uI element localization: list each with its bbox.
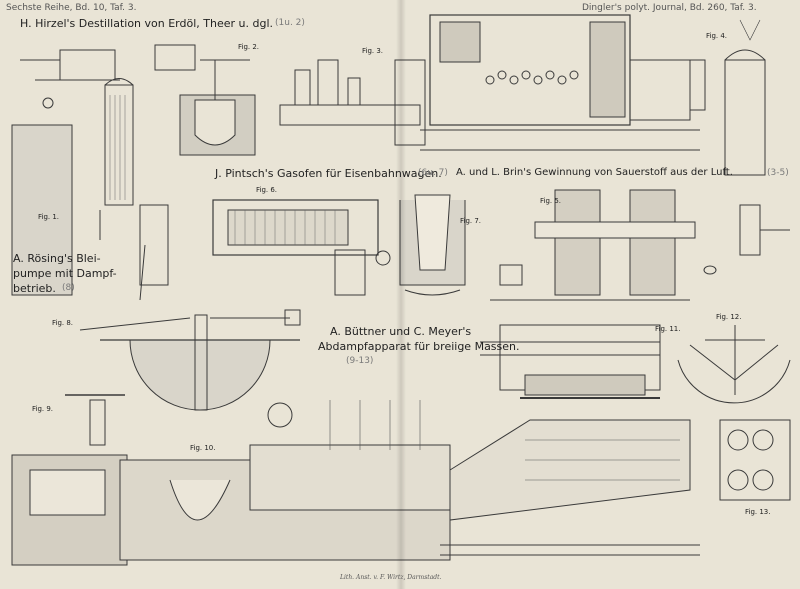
- brin-title: A. und L. Brin's Gewinnung von Sauerstof…: [456, 167, 733, 178]
- header-right: Dingler's polyt. Journal, Bd. 260, Taf. …: [582, 3, 757, 13]
- hirzel-figs: (1u. 2): [275, 18, 305, 28]
- fig-2-label: Fig. 2.: [238, 43, 260, 51]
- book-gutter: [396, 0, 406, 589]
- buettner-line1: A. Büttner und C. Meyer's: [330, 325, 472, 338]
- fig-3-label: Fig. 3.: [362, 47, 384, 55]
- fig-6-label: Fig. 6.: [256, 186, 278, 194]
- fig-7-label: Fig. 7.: [460, 217, 482, 225]
- fig11-drawing: [480, 324, 661, 399]
- fig-12-label: Fig. 12.: [716, 313, 742, 321]
- fig-5-label: Fig. 5.: [540, 197, 562, 205]
- roesing-line1: A. Rösing's Blei-: [13, 252, 101, 265]
- hirzel-title: H. Hirzel's Destillation von Erdöl, Thee…: [20, 17, 274, 30]
- buettner-figs: (9-13): [346, 356, 374, 366]
- fig2-drawing: [154, 44, 256, 156]
- roesing-figs: (8): [62, 283, 75, 293]
- fig5-drawing: [490, 189, 696, 301]
- fig8-drawing: [79, 309, 301, 411]
- fig6-drawing: [212, 199, 391, 296]
- fig-10-label: Fig. 10.: [190, 444, 216, 452]
- fig-9-label: Fig. 9.: [32, 405, 54, 413]
- lithographer-imprint: Lith. Anst. v. F. Wirtz, Darmstadt.: [340, 574, 442, 581]
- fig-8-label: Fig. 8.: [52, 319, 74, 327]
- fig-13-label: Fig. 13.: [745, 508, 771, 516]
- fig1-drawing: [11, 49, 169, 301]
- pintsch-figs: (6u. 7): [418, 168, 448, 178]
- brin-figs: (3-5): [767, 168, 789, 178]
- roesing-line3: betrieb.: [13, 282, 56, 295]
- fig9-10-13-drawing: [11, 394, 791, 566]
- fig12-drawing: [677, 325, 791, 404]
- pintsch-title: J. Pintsch's Gasofen für Eisenbahnwagen.: [215, 167, 442, 180]
- buettner-line2: Abdampfapparat für breiige Massen.: [318, 340, 520, 353]
- fig-11-label: Fig. 11.: [655, 325, 681, 333]
- fig-4-label: Fig. 4.: [706, 32, 728, 40]
- fig-1-label: Fig. 1.: [38, 213, 60, 221]
- fig3-drawing: [279, 14, 700, 151]
- header-left: Sechste Reihe, Bd. 10, Taf. 3.: [6, 3, 137, 13]
- fig7-drawing: [399, 194, 466, 296]
- fig4-drawing: [689, 19, 790, 275]
- roesing-line2: pumpe mit Dampf-: [13, 267, 117, 280]
